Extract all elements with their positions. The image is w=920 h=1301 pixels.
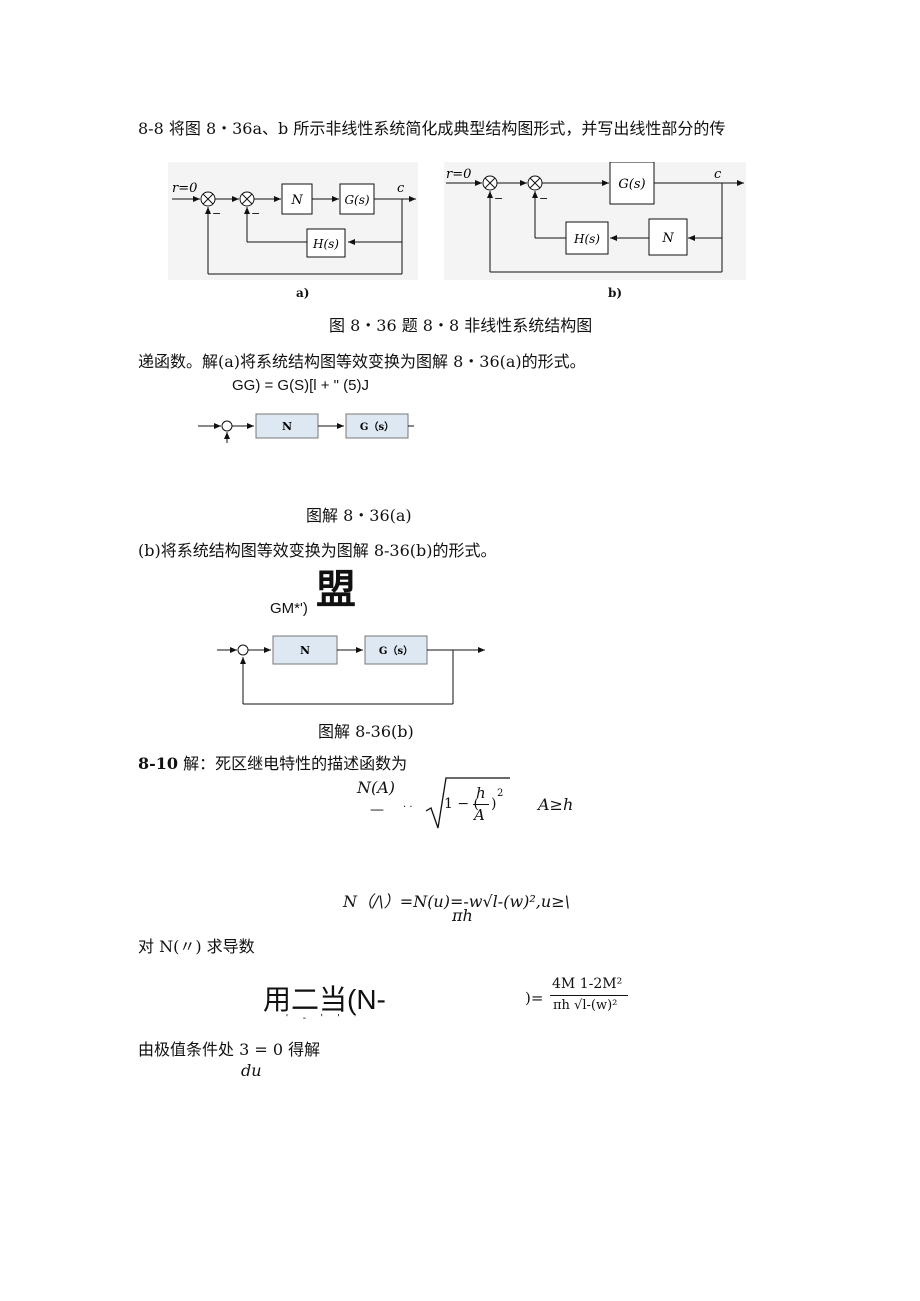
formula1-sqrt-one: 1 − ( [444, 796, 479, 812]
solution-b-caption: 图解 8-36(b) [318, 722, 414, 741]
fig-a-block-gs: G(s) [344, 193, 369, 207]
fig-b-output-label: c [714, 167, 722, 182]
extremum-line: 由极值条件处 3 = 0 得解 [138, 1040, 321, 1059]
figure-8-36a: r=0 − − N G(s) c H(s) [168, 162, 418, 292]
figure-8-36b: r=0 − − G(s) c N H(s) [444, 162, 746, 282]
fig-b-sublabel: b) [608, 286, 623, 300]
formula3-den: πh √l-(w)² [553, 998, 618, 1013]
fig-b-block-gs: G(s) [618, 177, 645, 192]
svg-text:−: − [539, 192, 548, 205]
formula1-lhs: N(A) [357, 778, 396, 797]
solution-a-formula: GG) = G(S)[l + " (5)J [232, 377, 370, 394]
formula2-sub: πh [452, 906, 473, 925]
svg-text:−: − [212, 207, 221, 220]
solution-a-caption: 图解 8・36(a) [306, 506, 412, 525]
fig-a-block-hs: H(s) [312, 237, 339, 251]
formula3-num: 4M 1-2M² [552, 976, 623, 992]
problem-8-10-heading: 8-10 解：死区继电特性的描述函数为 [138, 754, 407, 774]
solution-b-intro: (b)将系统结构图等效变换为图解 8-36(b)的形式。 [138, 541, 497, 560]
derivative-intro: 对 N(〃) 求导数 [138, 937, 255, 956]
problem-8-8-statement: 8-8 将图 8・36a、b 所示非线性系统简化成典型结构图形式，并写出线性部分… [138, 119, 726, 138]
formula1-frac-bar [473, 804, 489, 805]
formula3-left: 用二当(N- [263, 984, 386, 1015]
solution-a-block-n: N [282, 420, 292, 433]
figure-8-36-caption: 图 8・36 题 8・8 非线性系统结构图 [329, 316, 593, 335]
solution-b-diagram: N G（s） [215, 630, 490, 710]
solution-a-diagram: N G（s） [196, 408, 416, 446]
fig-a-block-n: N [290, 193, 303, 208]
fig-b-input-label: r=0 [446, 167, 471, 182]
solution-b-formula-small: GM*') [270, 600, 308, 617]
problem-8-10-text: 解：死区继电特性的描述函数为 [178, 754, 408, 773]
du-label: du [241, 1061, 262, 1080]
svg-text:−: − [251, 207, 260, 220]
formula1-condition: A≥h [538, 795, 574, 814]
formula1-sqrt-close: ) [491, 796, 497, 812]
formula1-dash: — [370, 802, 384, 818]
problem-8-8-statement-cont: 递函数。解(a)将系统结构图等效变换为图解 8・36(a)的形式。 [138, 352, 586, 371]
solution-b-block-n: N [300, 644, 310, 657]
problem-8-10-number: 8-10 [138, 754, 179, 773]
solution-b-block-gs: G（s） [379, 644, 413, 657]
solution-b-formula-big: 盟 [316, 568, 356, 612]
svg-text:−: − [494, 192, 503, 205]
formula1-frac-num: h [476, 784, 486, 802]
fig-b-block-n: N [661, 231, 674, 246]
fig-b-block-hs: H(s) [573, 232, 600, 246]
formula3-mid: )= [525, 989, 544, 1007]
fig-a-sublabel: a) [296, 286, 310, 300]
fig-a-output-label: c [397, 181, 405, 196]
formula1-dots: · · [403, 802, 413, 813]
fig-a-input-label: r=0 [172, 181, 197, 196]
formula2-main: N（/\）=N(u)=-w√l-(w)²,u≥\ [343, 892, 570, 911]
formula1-power: 2 [497, 788, 504, 799]
formula1-frac-den: A [474, 806, 485, 824]
formula3-frac-bar [550, 995, 628, 996]
solution-a-block-gs: G（s） [360, 420, 394, 433]
formula3-under: ' - ' ' ' [286, 1013, 363, 1024]
formula1-sqrt [424, 775, 514, 831]
